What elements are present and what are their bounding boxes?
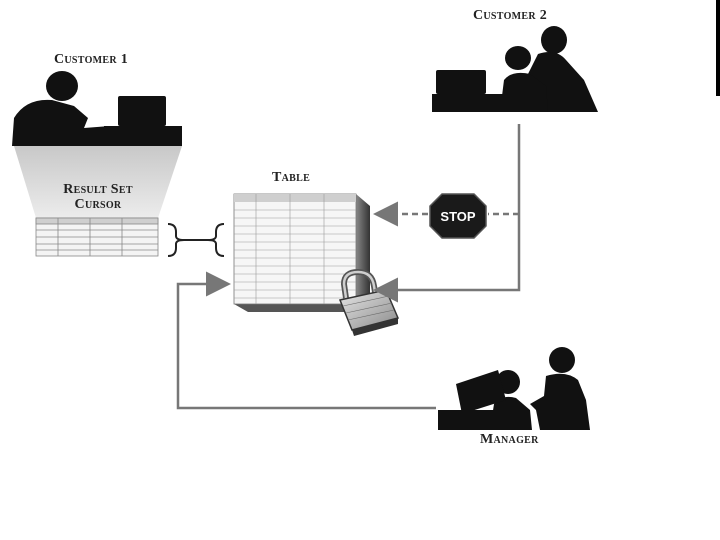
result-set-label: Result Set (63, 182, 133, 197)
customer1-funnel (14, 146, 182, 218)
result-set-grid (35, 217, 159, 257)
connector-lines (176, 124, 521, 410)
cursor-label: Cursor (74, 197, 122, 212)
customer1-silhouette (12, 71, 182, 146)
manager-silhouette (438, 347, 590, 430)
stop-sign-text: STOP (440, 209, 475, 224)
table-label: Table (272, 170, 311, 185)
result-set-cursor-label: Result Set Cursor (56, 182, 140, 212)
table-graphic (233, 193, 370, 312)
edge-bar (716, 0, 720, 96)
customer2-silhouette (432, 26, 598, 112)
customer1-label: Customer 1 (54, 52, 128, 67)
customer2-label: Customer 2 (473, 8, 547, 23)
stop-sign-icon: STOP (429, 193, 487, 239)
curly-brace-icon (167, 223, 225, 257)
manager-label: Manager (480, 432, 539, 447)
